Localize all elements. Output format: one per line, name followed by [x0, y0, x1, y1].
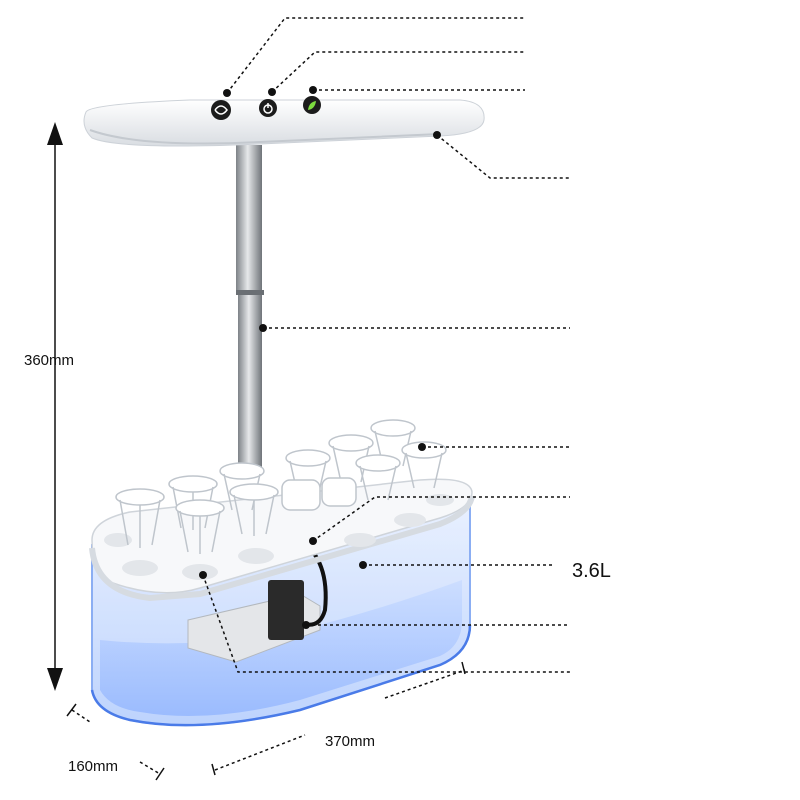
seed-pod: [115, 488, 165, 548]
eco-mode-icon: [211, 100, 231, 120]
length-label: 370mm: [325, 733, 376, 750]
seed-pod: [175, 499, 225, 554]
power-icon: [259, 99, 277, 117]
pod-holes: [104, 494, 454, 580]
depth-label: 160mm: [68, 758, 119, 775]
callout-lines: [202, 17, 570, 673]
callout-line-power: [271, 51, 525, 93]
height-dimension-arrow: [47, 122, 63, 691]
plant-leaf-icon: [303, 96, 321, 114]
seed-pod: [355, 454, 401, 501]
callout-line-cap: [312, 496, 570, 542]
length-dimension-line: [211, 661, 466, 776]
water-pump: [187, 538, 328, 663]
seed-pod: [168, 475, 218, 530]
callout-line-eco: [226, 17, 525, 94]
seed-pod: [229, 483, 279, 536]
depth-dimension-line: [66, 703, 165, 781]
seed-pod-cap: [281, 479, 321, 511]
seed-pods: [115, 86, 447, 554]
telescopic-pole: [236, 145, 267, 467]
callout-line-lamp: [436, 134, 570, 179]
lamp-head: [83, 99, 485, 147]
tank-capacity-label: 3.6L: [572, 560, 611, 582]
height-label: 360mm: [24, 352, 75, 369]
seed-pod-cap: [321, 477, 357, 507]
